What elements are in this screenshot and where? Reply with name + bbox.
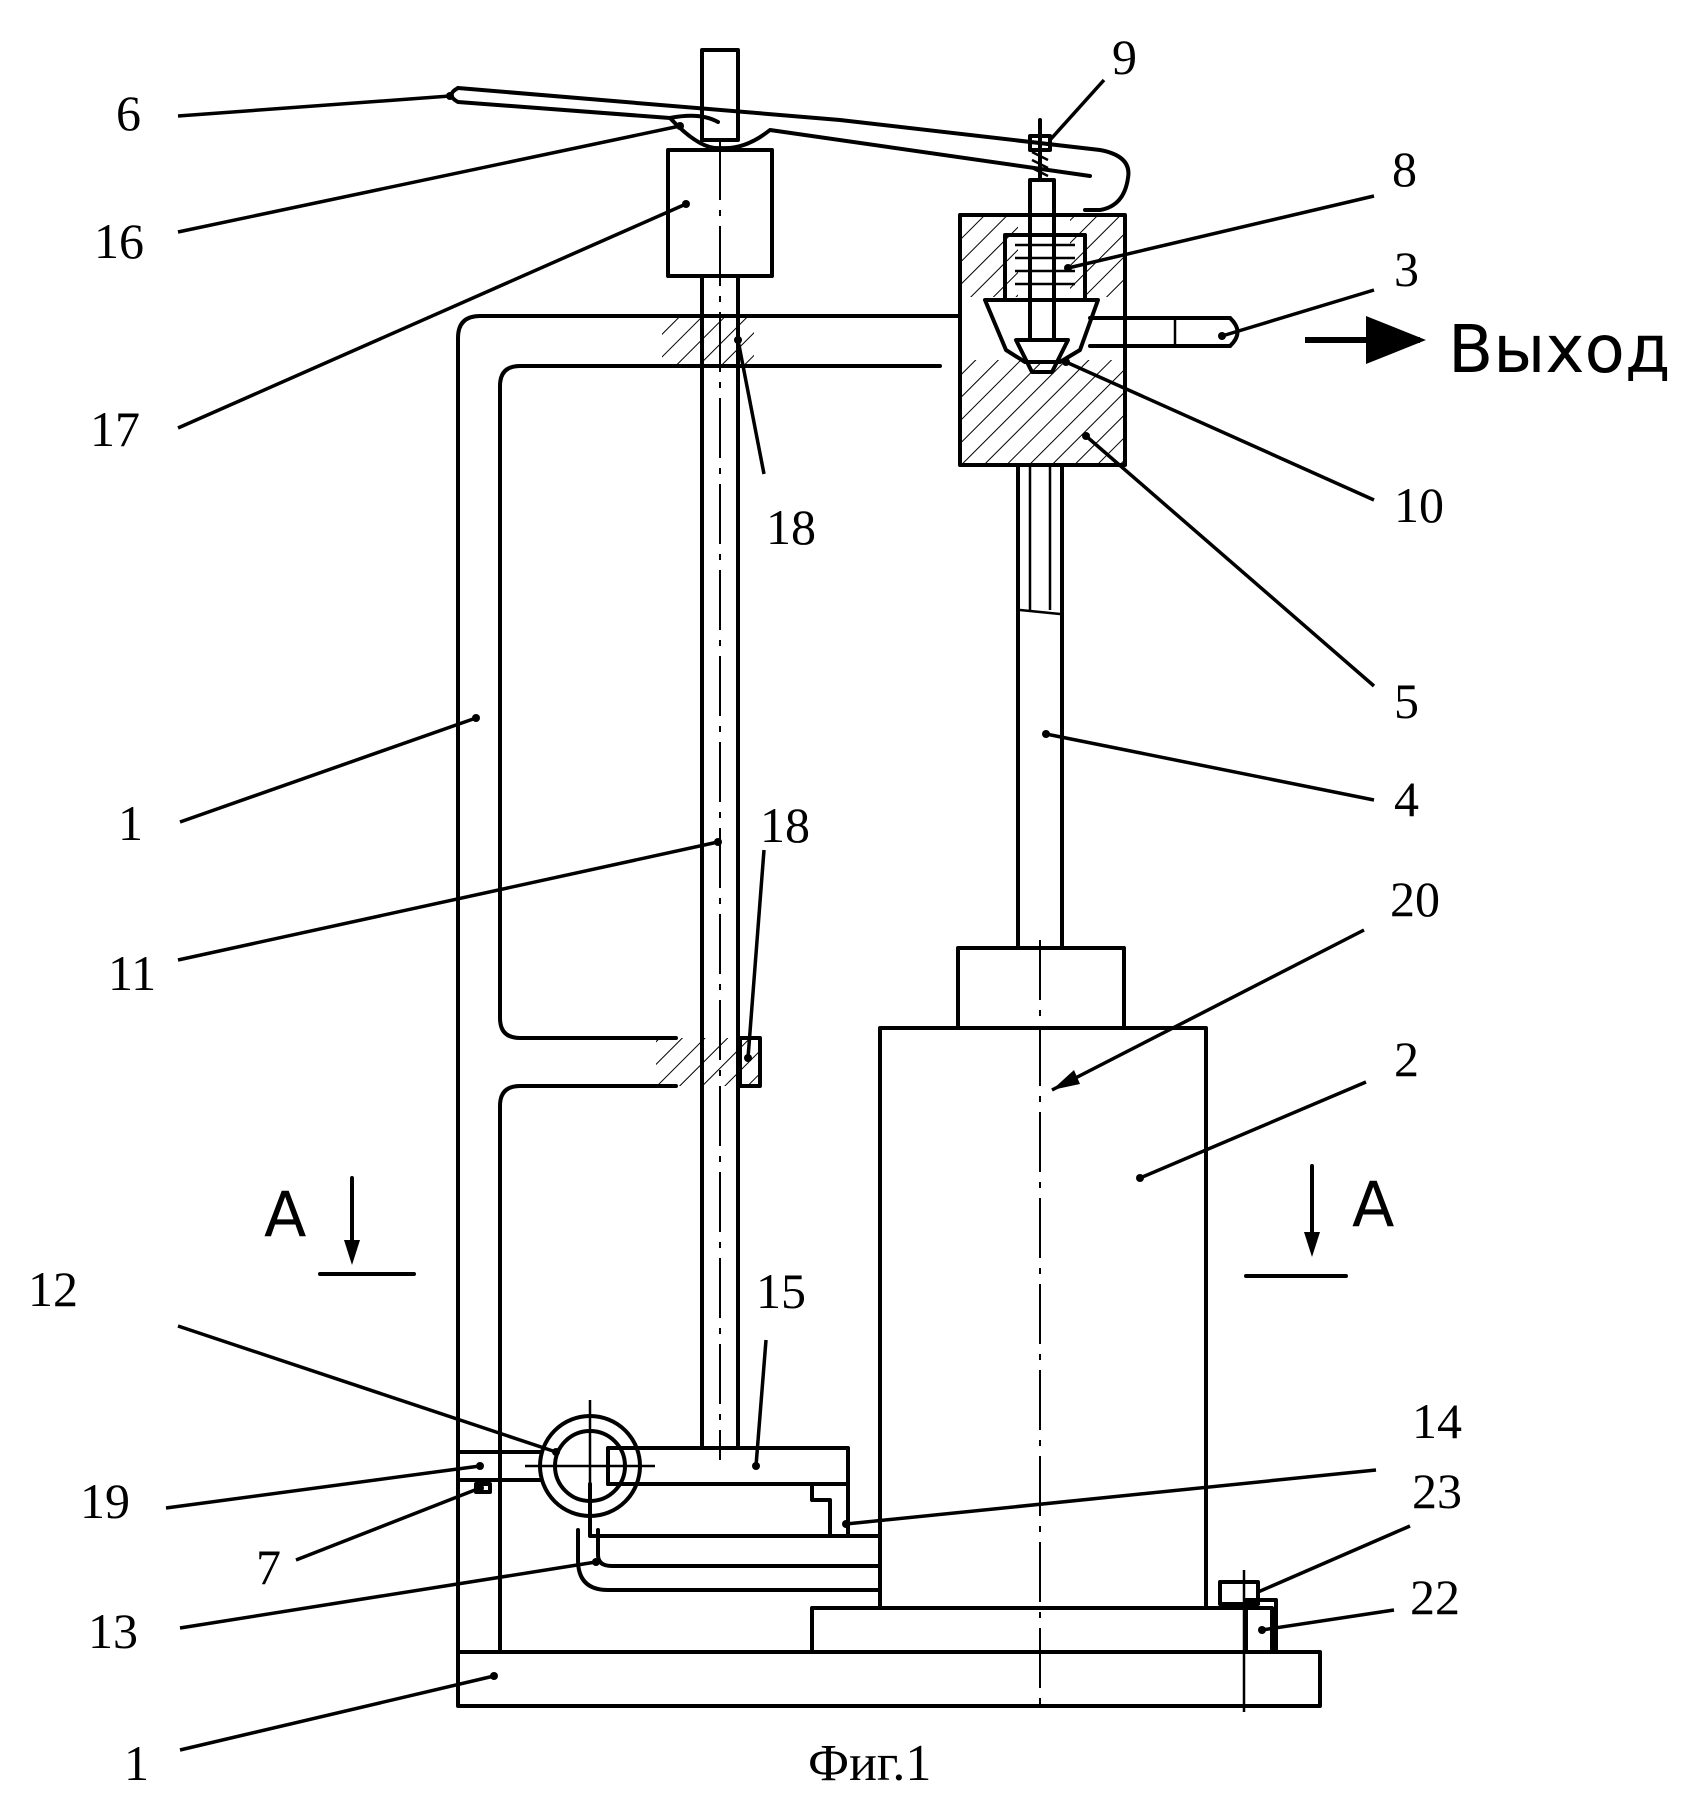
label-7: 7 xyxy=(256,1539,281,1595)
pump-assembly xyxy=(456,1400,882,1592)
label-13: 13 xyxy=(88,1603,138,1659)
label-8: 8 xyxy=(1392,141,1417,197)
label-16: 16 xyxy=(94,213,144,269)
label-19: 19 xyxy=(80,1473,130,1529)
tube-4 xyxy=(1016,463,1064,950)
label-22: 22 xyxy=(1410,1569,1460,1625)
label-1-base: 1 xyxy=(124,1735,149,1791)
cylinder-body-2 xyxy=(878,1026,1208,1610)
pedestal xyxy=(810,1606,1274,1654)
label-5: 5 xyxy=(1394,673,1419,729)
rod-top-stub xyxy=(700,48,740,142)
section-label-left: A xyxy=(264,1178,306,1251)
outlet-label: Выход xyxy=(1448,311,1670,388)
label-10: 10 xyxy=(1394,477,1444,533)
label-9: 9 xyxy=(1112,29,1137,85)
section-label-right: A xyxy=(1352,1168,1394,1241)
label-3: 3 xyxy=(1394,241,1419,297)
outlet-pipe-3 xyxy=(1088,316,1240,348)
figure-caption: Фиг.1 xyxy=(808,1735,931,1792)
section-mark-right xyxy=(1244,1164,1348,1278)
screw-9 xyxy=(1028,118,1052,182)
label-4: 4 xyxy=(1394,771,1419,827)
label-23: 23 xyxy=(1412,1463,1462,1519)
label-14: 14 xyxy=(1412,1393,1462,1449)
leader-lines xyxy=(165,78,1411,1752)
label-6: 6 xyxy=(116,85,141,141)
bracket-22 xyxy=(1218,1570,1278,1712)
label-20: 20 xyxy=(1390,871,1440,927)
label-1-frame: 1 xyxy=(118,795,143,851)
label-17: 17 xyxy=(90,401,140,457)
section-mark-left xyxy=(318,1176,416,1276)
label-18-top: 18 xyxy=(766,499,816,555)
label-18-mid: 18 xyxy=(760,797,810,853)
label-11: 11 xyxy=(108,945,156,1001)
rod-11 xyxy=(700,140,740,1460)
label-15: 15 xyxy=(756,1263,806,1319)
valve-housing-5 xyxy=(958,178,1127,467)
label-2: 2 xyxy=(1394,1031,1419,1087)
base-plate xyxy=(456,1650,1322,1708)
lever-6 xyxy=(449,86,1131,212)
label-12: 12 xyxy=(28,1261,78,1317)
